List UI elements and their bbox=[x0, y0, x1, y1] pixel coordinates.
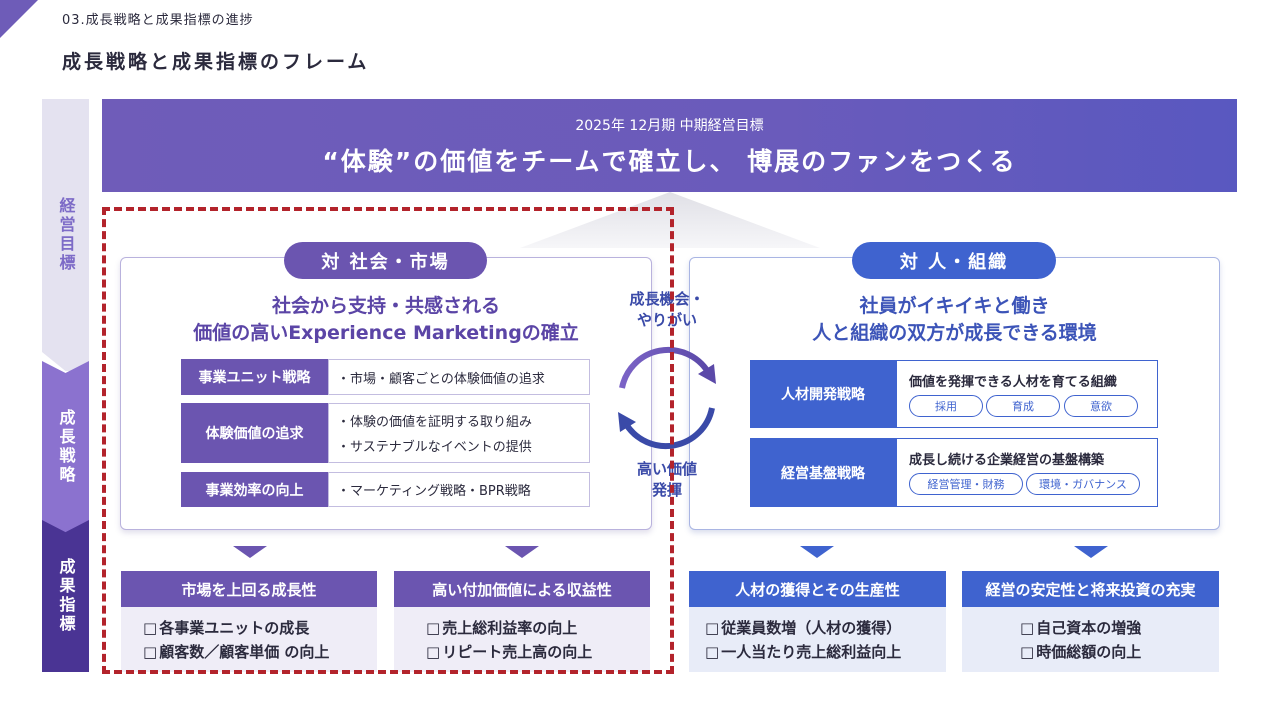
strategy-items-experience-value: 体験の価値を証明する取り組み サステナブルなイベントの提供 bbox=[328, 403, 590, 463]
kpi-item: 売上総利益率の向上 bbox=[426, 616, 650, 640]
kpi-title: 経営の安定性と将来投資の充実 bbox=[962, 571, 1219, 607]
kpi-item: 顧客数／顧客単価 の向上 bbox=[143, 640, 377, 664]
people-organization-heading-line1: 社員がイキイキと働き bbox=[859, 295, 1050, 317]
strategy-label-experience-value: 体験価値の追求 bbox=[181, 403, 328, 463]
strategy-label-efficiency: 事業効率の向上 bbox=[181, 472, 328, 507]
tag-management-finance: 経営管理・財務 bbox=[909, 473, 1023, 495]
tag-motivation: 意欲 bbox=[1064, 395, 1138, 417]
people-organization-heading: 社員がイキイキと働き 人と組織の双方が成長できる環境 bbox=[709, 293, 1200, 347]
society-market-heading-line1: 社会から支持・共感される bbox=[271, 295, 500, 317]
strategy-item: 市場・顧客ごとの体験価値の追求 bbox=[337, 368, 589, 387]
page-title: 成長戦略と成果指標のフレーム bbox=[62, 51, 370, 73]
strategy-text-talent: 価値を発揮できる人材を育てる組織 bbox=[909, 375, 1117, 390]
cycle-label-bottom-line1: 高い価値 bbox=[636, 460, 697, 478]
strategy-items-business-unit: 市場・顧客ごとの体験価値の追求 bbox=[328, 359, 590, 395]
cycle-label-bottom: 高い価値 発揮 bbox=[610, 459, 724, 501]
kpi-title: 高い付加価値による収益性 bbox=[394, 571, 650, 607]
cycle-label-bottom-line2: 発揮 bbox=[651, 481, 682, 499]
kpi-card: 人材の獲得とその生産性 従業員数増（人材の獲得） 一人当たり売上総利益向上 bbox=[689, 571, 946, 672]
cycle-label-top: 成長機会・ やりがい bbox=[610, 289, 724, 331]
society-market-heading: 社会から支持・共感される 価値の高いExperience Marketingの確… bbox=[140, 293, 632, 347]
down-arrow-icon bbox=[800, 546, 834, 558]
kpi-card: 市場を上回る成長性 各事業ユニットの成長 顧客数／顧客単価 の向上 bbox=[121, 571, 377, 672]
side-label-growth-strategy: 成長戦略 bbox=[42, 361, 89, 533]
society-market-heading-line2: 価値の高いExperience Marketingの確立 bbox=[193, 322, 579, 344]
strategy-box-talent: 価値を発揮できる人材を育てる組織 採用 育成 意欲 bbox=[896, 360, 1158, 428]
banner-title: “体験”の価値をチームで確立し、 博展のファンをつくる bbox=[322, 147, 1017, 176]
down-arrow-icon bbox=[505, 546, 539, 558]
highlight-dashed-frame bbox=[102, 207, 674, 674]
society-market-pill: 対 社会・市場 bbox=[284, 242, 487, 279]
strategy-label-talent: 人材開発戦略 bbox=[750, 360, 896, 428]
tag-recruiting: 採用 bbox=[909, 395, 983, 417]
cycle-arrows-icon bbox=[618, 346, 716, 450]
strategy-item: マーケティング戦略・BPR戦略 bbox=[337, 480, 589, 499]
kpi-title: 市場を上回る成長性 bbox=[121, 571, 377, 607]
kpi-title: 人材の獲得とその生産性 bbox=[689, 571, 946, 607]
kpi-item: 従業員数増（人材の獲得） bbox=[705, 616, 946, 640]
side-label-management-goal: 経営目標 bbox=[42, 99, 89, 371]
kpi-card: 経営の安定性と将来投資の充実 自己資本の増強 時価総額の向上 bbox=[962, 571, 1219, 672]
people-organization-heading-line2: 人と組織の双方が成長できる環境 bbox=[812, 322, 1097, 344]
kpi-items: 売上総利益率の向上 リピート売上高の向上 bbox=[394, 607, 650, 664]
kpi-item: 一人当たり売上総利益向上 bbox=[705, 640, 946, 664]
strategy-items-efficiency: マーケティング戦略・BPR戦略 bbox=[328, 472, 590, 507]
strategy-item: サステナブルなイベントの提供 bbox=[337, 436, 589, 455]
strategy-text-foundation: 成長し続ける企業経営の基盤構築 bbox=[909, 453, 1105, 468]
tag-environment-governance: 環境・ガバナンス bbox=[1026, 473, 1140, 495]
kpi-items: 各事業ユニットの成長 顧客数／顧客単価 の向上 bbox=[121, 607, 377, 664]
down-arrow-icon bbox=[1074, 546, 1108, 558]
kpi-item: リピート売上高の向上 bbox=[426, 640, 650, 664]
tag-development: 育成 bbox=[986, 395, 1060, 417]
down-arrow-icon bbox=[233, 546, 267, 558]
corner-accent bbox=[0, 0, 38, 38]
strategy-item: 体験の価値を証明する取り組み bbox=[337, 411, 589, 430]
cycle-label-top-line1: 成長機会・ bbox=[629, 290, 705, 308]
side-label-kpi: 成果指標 bbox=[42, 520, 89, 672]
kpi-item: 時価総額の向上 bbox=[1020, 640, 1219, 664]
kpi-items: 従業員数増（人材の獲得） 一人当たり売上総利益向上 bbox=[689, 607, 946, 664]
kpi-items: 自己資本の増強 時価総額の向上 bbox=[962, 607, 1219, 664]
strategy-label-business-unit: 事業ユニット戦略 bbox=[181, 359, 328, 395]
banner-subtitle: 2025年 12月期 中期経営目標 bbox=[575, 118, 764, 134]
kpi-item: 各事業ユニットの成長 bbox=[143, 616, 377, 640]
kpi-item: 自己資本の増強 bbox=[1020, 616, 1219, 640]
strategy-box-foundation: 成長し続ける企業経営の基盤構築 経営管理・財務 環境・ガバナンス bbox=[896, 438, 1158, 507]
cycle-label-top-line2: やりがい bbox=[636, 311, 697, 329]
kpi-card: 高い付加価値による収益性 売上総利益率の向上 リピート売上高の向上 bbox=[394, 571, 650, 672]
goal-banner: 2025年 12月期 中期経営目標 “体験”の価値をチームで確立し、 博展のファ… bbox=[102, 99, 1237, 192]
section-label: 03.成長戦略と成果指標の進捗 bbox=[62, 13, 254, 28]
people-organization-pill: 対 人・組織 bbox=[852, 242, 1056, 279]
strategy-label-foundation: 経営基盤戦略 bbox=[750, 438, 896, 507]
